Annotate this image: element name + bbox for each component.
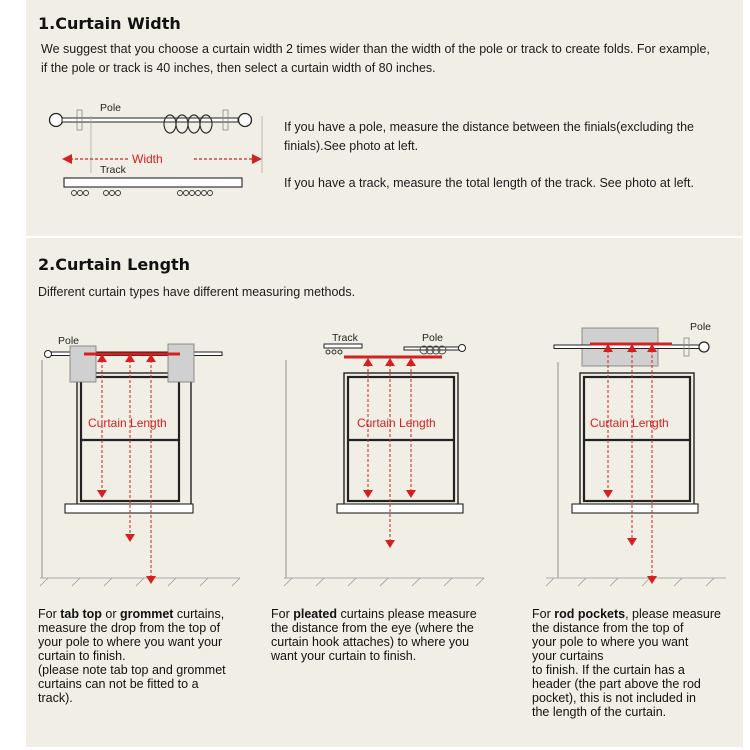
length-intro-text: Different curtain types have different m…: [38, 285, 356, 299]
curtain-length-panel: 2.Curtain Length Different curtain types…: [26, 238, 743, 747]
diagram-1-length-label: Curtain Length: [88, 416, 167, 430]
section-title-length: 2.Curtain Length: [38, 255, 191, 274]
caption-tab-top: For tab top or grommet curtains, measure…: [38, 607, 226, 705]
pole-illustration: [553, 327, 710, 367]
diagram-3-pole-label: Pole: [690, 321, 711, 333]
width-measure-diagram: Pole Width Track: [48, 102, 263, 196]
diagram-2-track-label: Track: [332, 332, 359, 344]
pole-label: Pole: [100, 102, 121, 114]
length-diagram-tab-top: Pole Curtain Length: [39, 335, 241, 587]
section-title-width: 1.Curtain Width: [38, 14, 181, 33]
width-label: Width: [132, 152, 163, 166]
track-label: Track: [100, 164, 127, 176]
diagram-2-length-label: Curtain Length: [357, 416, 436, 430]
length-arrows: [603, 344, 657, 584]
caption-rod-pocket: For rod pockets, please measure the dist…: [532, 607, 721, 719]
diagram-3-length-label: Curtain Length: [590, 416, 669, 430]
width-intro-text: We suggest that you choose a curtain wid…: [41, 42, 710, 75]
pole-illustration: [48, 109, 253, 134]
diagram-2-pole-label: Pole: [422, 332, 443, 344]
length-arrows: [363, 358, 416, 548]
caption-pleated: For pleated curtains please measure the …: [271, 607, 477, 663]
track-and-pole-illustration: [323, 343, 466, 359]
length-diagram-pleated: Track Pole Curtain Length: [283, 332, 485, 587]
length-arrows: [97, 354, 156, 584]
pole-illustration: [44, 343, 223, 383]
track-measure-text: If you have a track, measure the total l…: [284, 176, 694, 190]
track-illustration: [63, 177, 243, 196]
width-arrow: [62, 116, 263, 173]
length-diagram-rod-pocket: Pole Curtain Length: [545, 321, 726, 587]
curtain-width-panel: 1.Curtain Width We suggest that you choo…: [26, 0, 743, 236]
diagram-1-pole-label: Pole: [58, 335, 79, 347]
pole-measure-text: If you have a pole, measure the distance…: [284, 120, 694, 153]
